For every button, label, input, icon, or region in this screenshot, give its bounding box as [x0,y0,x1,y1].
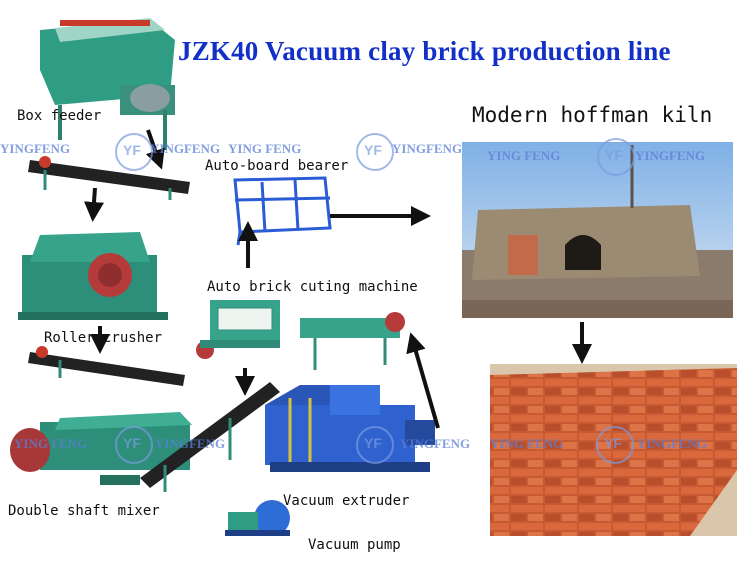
watermark-text: YINGFENG [155,436,226,451]
vacuum-extruder-machine [265,385,435,472]
hoffman-kiln-photo [462,142,733,318]
watermark-text: YING FENG [487,148,561,163]
label-auto-board-bearer: Auto-board bearer [205,158,349,174]
yf-logo-icon [115,426,153,464]
watermark-text: YINGFENG [635,148,706,163]
belt-conveyor-1 [28,156,190,200]
yf-logo-icon [356,133,394,171]
box-feeder-machine [40,18,175,150]
auto-brick-cutting-machine [196,300,405,370]
yf-logo-icon [115,133,153,171]
yf-logo-icon [596,426,634,464]
arrow-icon [84,187,104,222]
label-roller-crusher: Roller crusher [44,330,163,346]
belt-conveyor-2 [28,346,185,386]
watermark-text: YINGFENG [0,141,71,156]
arrow-icon [406,332,440,429]
roller-crusher-machine [18,232,168,320]
watermark-text: YING FENG [14,436,88,451]
inclined-conveyor [140,382,280,492]
watermark-text: YINGFENG [150,141,221,156]
label-vacuum-extruder: Vacuum extruder [283,493,410,509]
watermark-text: YINGFENG [400,436,471,451]
arrow-icon [145,129,165,170]
double-shaft-mixer-machine [10,412,192,485]
flow-arrows [84,129,592,429]
yf-logo-icon [356,426,394,464]
watermark-text: YING FENG [228,141,302,156]
label-auto-brick-cutting: Auto brick cuting machine [207,279,418,295]
yf-logo-icon [597,138,635,176]
watermark-text: YINGFENG [392,141,463,156]
page-title: JZK40 Vacuum clay brick production line [178,36,671,66]
label-box-feeder: Box feeder [17,108,102,124]
vacuum-pump-machine [225,500,290,536]
label-double-shaft-mixer: Double shaft mixer [8,503,160,519]
label-vacuum-pump: Vacuum pump [308,537,401,553]
watermark-text: YINGFENG [637,436,708,451]
label-hoffman-kiln: Modern hoffman kiln [472,103,713,127]
watermark-text: YING FENG [490,436,564,451]
